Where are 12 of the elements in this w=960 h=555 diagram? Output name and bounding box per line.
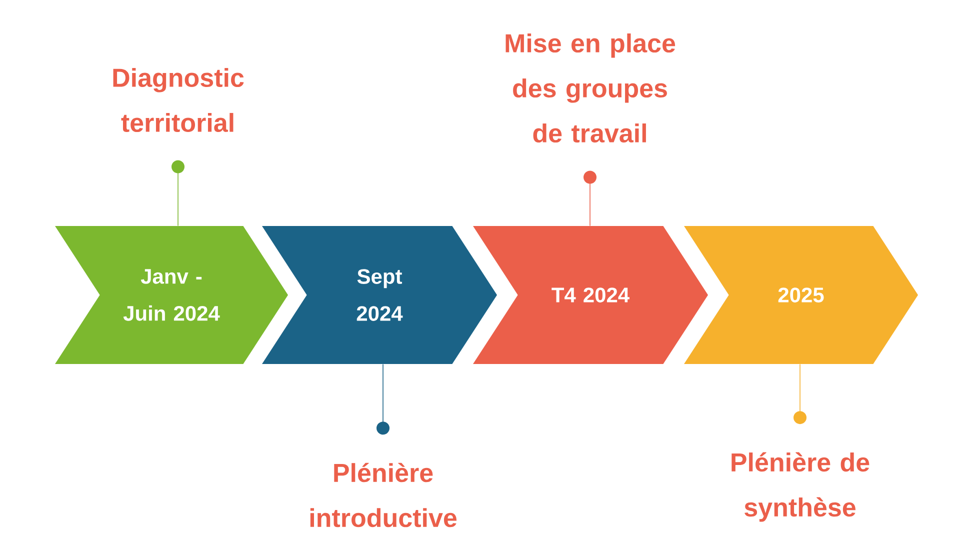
leader-line xyxy=(376,364,390,435)
chevron-step: T4 2024 xyxy=(473,226,708,364)
chevron-step: Janv - Juin 2024 xyxy=(55,226,288,364)
step-label: Plénière introductive xyxy=(310,462,457,528)
leader-line xyxy=(584,170,596,226)
chevron-step: Sept 2024 xyxy=(262,226,497,364)
step-label: Mise en place des groupes de travail xyxy=(506,33,676,143)
leader-line xyxy=(794,364,806,424)
step-label: Diagnostic territorial xyxy=(113,68,244,132)
chevron-step: 2025 xyxy=(684,226,918,364)
step-label: Plénière de synthèse xyxy=(732,452,870,522)
leader-line xyxy=(172,160,184,226)
